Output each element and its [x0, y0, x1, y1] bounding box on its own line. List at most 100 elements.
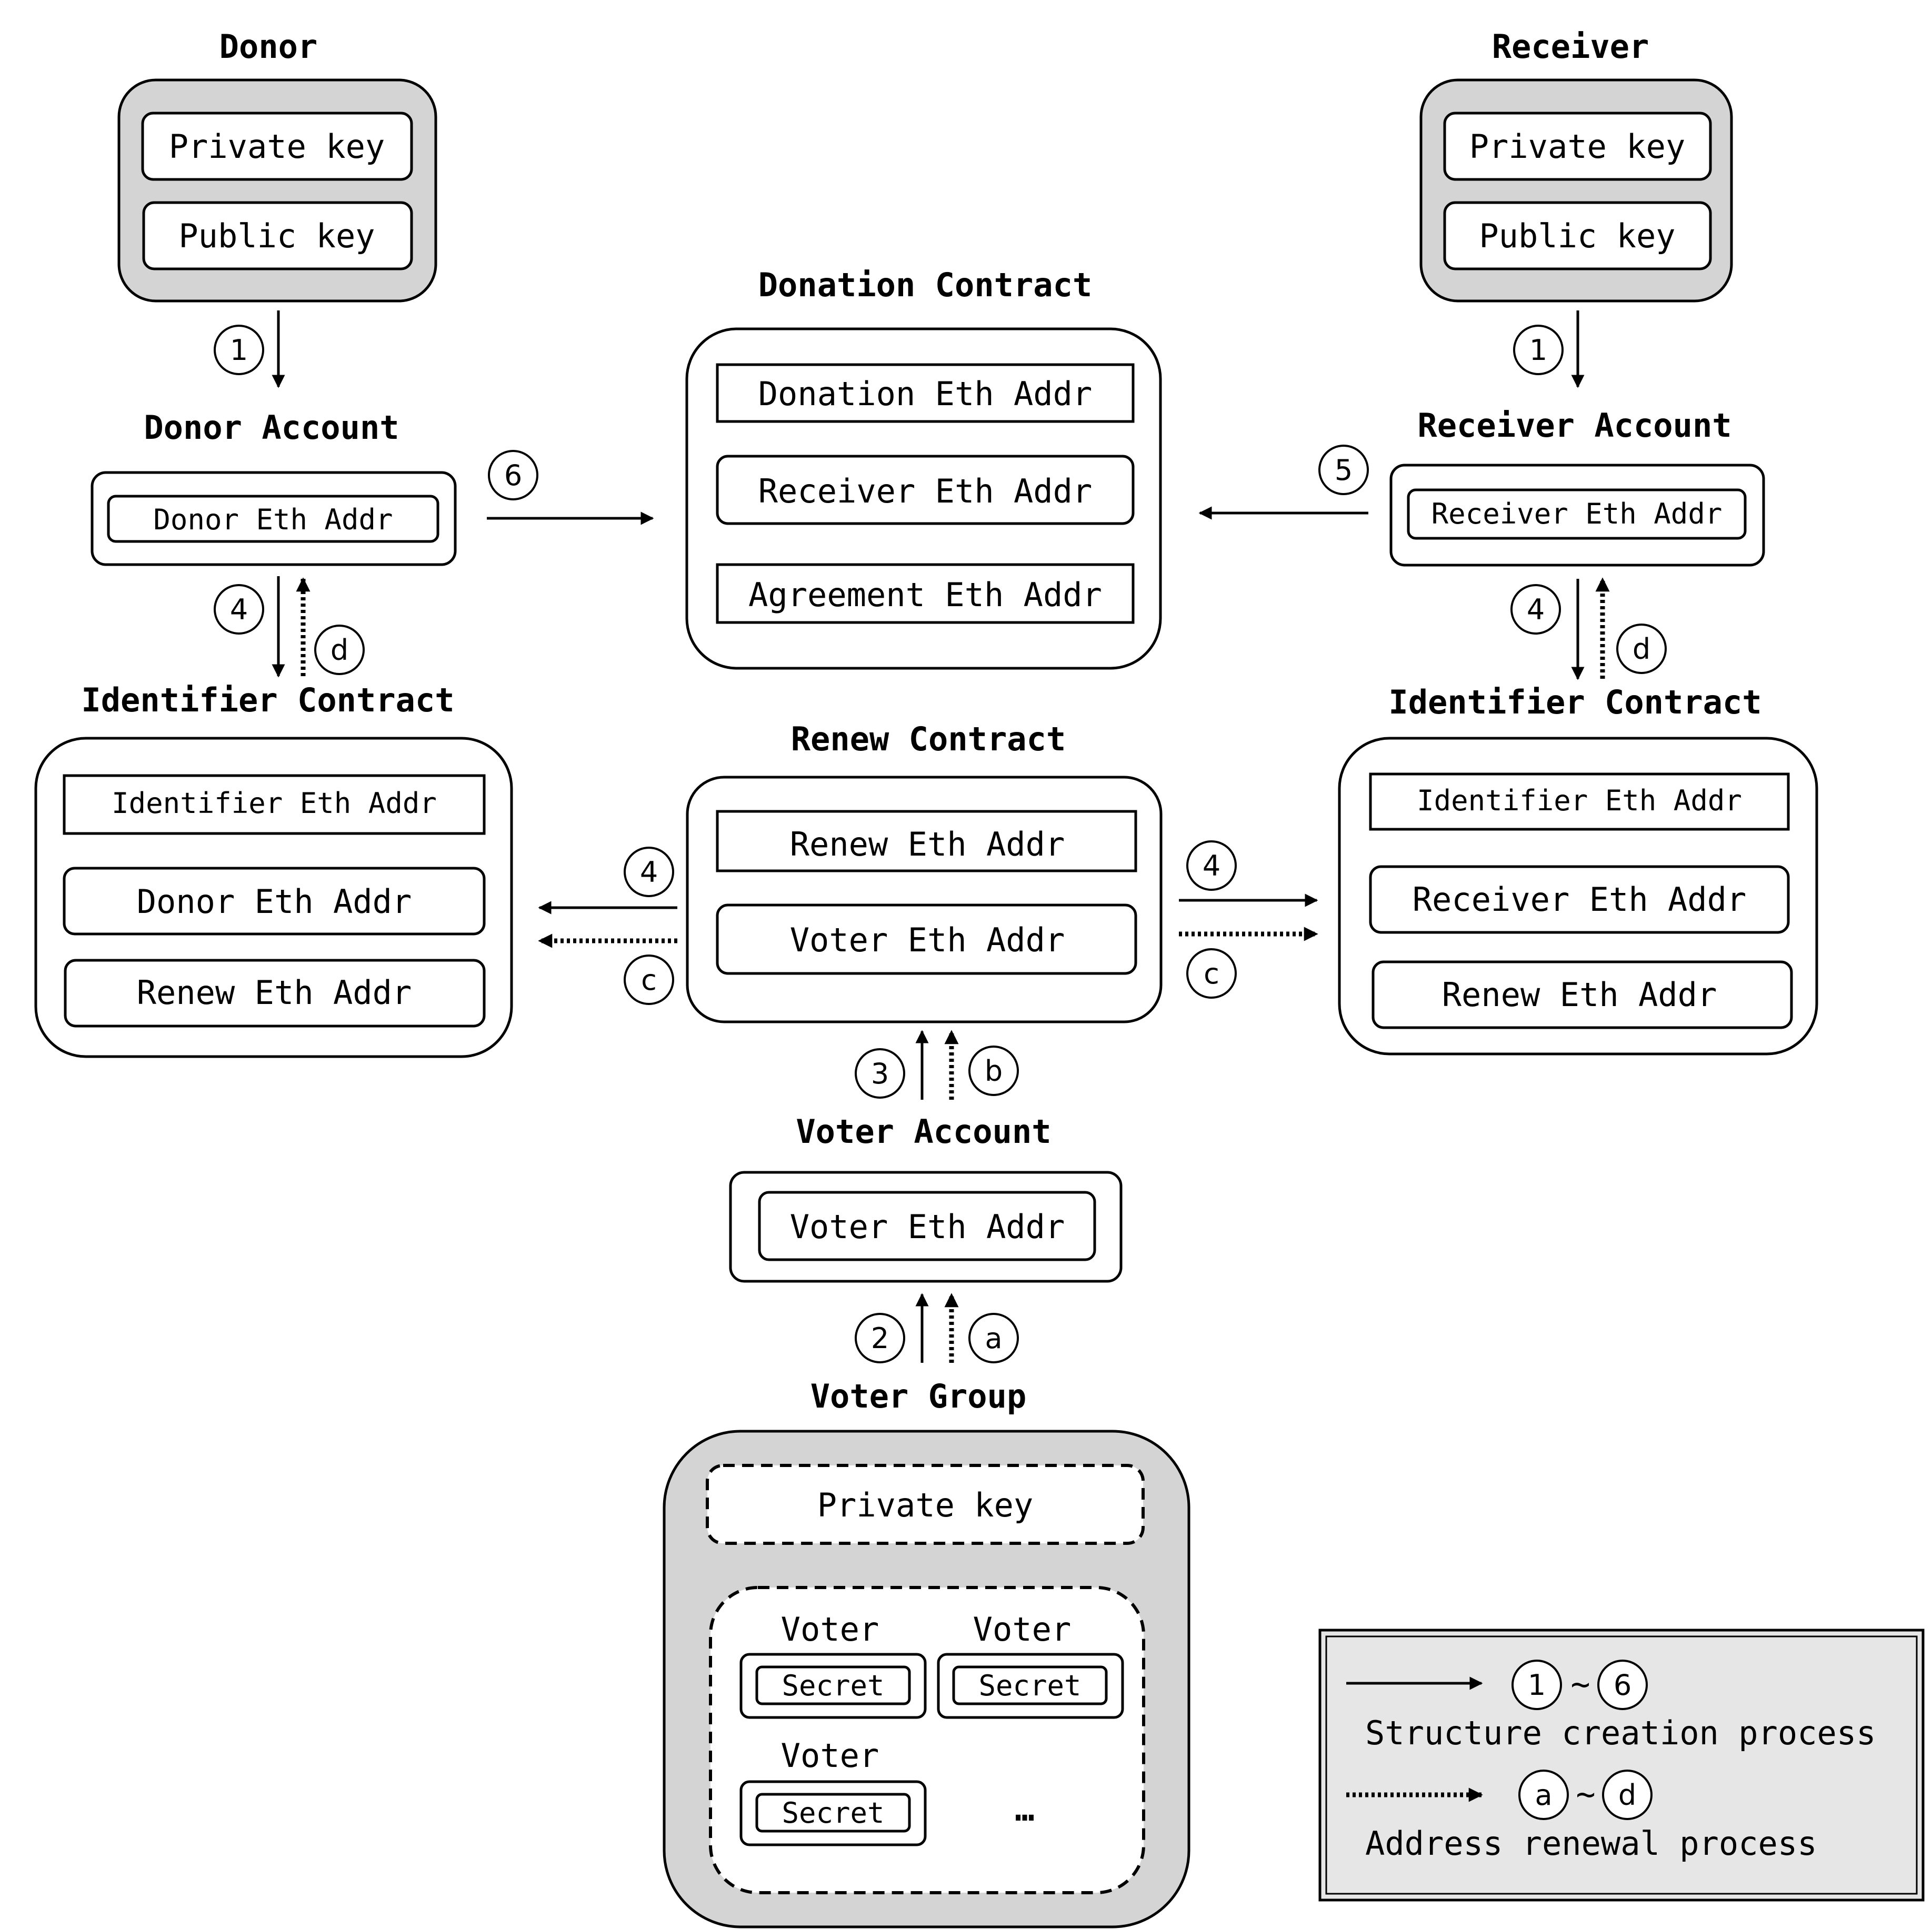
svg-text:c: c: [641, 963, 657, 997]
svg-text:4: 4: [1527, 593, 1545, 626]
identifier-right-field-box-0: [1369, 772, 1790, 831]
step-3: 3: [855, 1048, 905, 1099]
donation-contract-node: Donation Contract Donation Eth Addr Rece…: [685, 266, 1162, 670]
legend-solid-label: Structure creation process: [1365, 1714, 1876, 1752]
voter-account-addr-box: [758, 1191, 1096, 1261]
step-5: 5: [1318, 445, 1369, 495]
voter-group-node: Voter Group Private key Voter Secret Vot…: [663, 1377, 1190, 1928]
renew-field-1: Voter Eth Addr: [790, 921, 1065, 959]
svg-text:2: 2: [871, 1322, 889, 1355]
svg-text:c: c: [1204, 957, 1219, 990]
donation-field-box-1: [716, 455, 1135, 525]
step-a: a: [968, 1313, 1019, 1363]
receiver-public-key-box: [1443, 201, 1712, 270]
identifier-right-field-2: Renew Eth Addr: [1442, 976, 1717, 1014]
step-b: b: [968, 1046, 1019, 1096]
svg-text:1: 1: [230, 334, 248, 367]
svg-text:1: 1: [1529, 334, 1547, 367]
svg-text:b: b: [985, 1054, 1003, 1088]
legend-solid-end: 6: [1597, 1660, 1648, 1710]
svg-text:5: 5: [1335, 454, 1353, 487]
svg-text:4: 4: [1203, 849, 1220, 882]
svg-text:d: d: [331, 634, 348, 667]
donation-field-box-2: [716, 563, 1135, 624]
donor-public-key: Public key: [178, 217, 375, 255]
identifier-left-field-box-2: [64, 959, 486, 1028]
legend-tilde-2: ~: [1576, 1775, 1595, 1813]
donor-private-key: Private key: [169, 127, 385, 166]
voter-secret-box-0: [755, 1665, 911, 1705]
identifier-right-field-box-1: [1369, 865, 1790, 934]
svg-text:1: 1: [1528, 1669, 1546, 1702]
step-6: 6: [488, 450, 538, 500]
svg-text:a: a: [1535, 1779, 1552, 1812]
donor-node: Donor Private key Public key: [117, 27, 437, 303]
identifier-right-field-0: Identifier Eth Addr: [1417, 784, 1742, 817]
donation-field-1: Receiver Eth Addr: [758, 472, 1093, 510]
legend-dotted-end: d: [1602, 1770, 1653, 1820]
donor-private-key-box: [141, 112, 413, 181]
svg-text:d: d: [1633, 632, 1650, 666]
legend-dotted-start: a: [1518, 1770, 1569, 1820]
voter-secret-box-1: [952, 1665, 1108, 1705]
receiver-public-key: Public key: [1479, 217, 1675, 255]
step-1-receiver: 1: [1513, 325, 1564, 375]
renew-field-box-0: [716, 810, 1137, 872]
svg-text:4: 4: [230, 593, 248, 626]
donor-public-key-box: [142, 201, 413, 270]
identifier-left-field-1: Donor Eth Addr: [137, 882, 412, 921]
voter-secret-2: Secret: [782, 1796, 884, 1830]
receiver-title: Receiver: [1492, 27, 1649, 66]
svg-text:6: 6: [1614, 1669, 1631, 1702]
identifier-right-field-box-2: [1372, 960, 1793, 1029]
donation-field-0: Donation Eth Addr: [758, 375, 1093, 413]
legend-solid-start: 1: [1511, 1660, 1562, 1710]
identifier-contract-left-node: Identifier Contract Identifier Eth Addr …: [34, 681, 513, 1058]
receiver-account-node: Receiver Account Receiver Eth Addr: [1389, 406, 1765, 567]
svg-text:4: 4: [640, 856, 658, 889]
receiver-private-key-box: [1443, 112, 1712, 181]
legend-box-inner: [1325, 1635, 1918, 1895]
donor-account-title: Donor Account: [144, 408, 399, 447]
donation-field-box-0: [716, 363, 1135, 423]
identifier-left-title: Identifier Contract: [81, 681, 454, 719]
svg-text:3: 3: [871, 1057, 889, 1090]
voter-group-members-box: [709, 1586, 1145, 1894]
step-2: 2: [855, 1313, 905, 1363]
voter-group-private-key-box: [706, 1464, 1145, 1545]
renew-contract-title: Renew Contract: [791, 720, 1066, 758]
legend-tilde-1: ~: [1570, 1665, 1590, 1703]
voter-label-0: Voter: [781, 1610, 879, 1649]
receiver-node: Receiver Private key Public key: [1419, 27, 1733, 303]
voter-label-2: Voter: [781, 1736, 879, 1775]
step-4-donor-account: 4: [214, 584, 264, 635]
svg-text:a: a: [985, 1322, 1002, 1355]
identifier-left-field-0: Identifier Eth Addr: [112, 787, 437, 820]
identifier-left-field-box-1: [63, 867, 486, 936]
donor-account-addr: Donor Eth Addr: [153, 503, 393, 536]
identifier-left-field-2: Renew Eth Addr: [137, 973, 412, 1012]
identifier-left-field-box-0: [63, 774, 486, 835]
step-1-donor: 1: [214, 325, 264, 375]
donation-field-2: Agreement Eth Addr: [748, 576, 1102, 614]
svg-text:d: d: [1618, 1779, 1636, 1812]
receiver-private-key: Private key: [1469, 127, 1686, 166]
receiver-account-addr-box: [1407, 488, 1747, 540]
identifier-contract-right-node: Identifier Contract Identifier Eth Addr …: [1338, 683, 1818, 1056]
receiver-account-title: Receiver Account: [1417, 406, 1731, 445]
step-4-receiver-account: 4: [1510, 584, 1561, 635]
voter-label-1: Voter: [973, 1610, 1072, 1649]
voter-group-ellipsis: …: [1015, 1790, 1034, 1828]
renew-contract-node: Renew Contract Renew Eth Addr Voter Eth …: [686, 720, 1163, 1023]
step-c-right: c: [1186, 948, 1237, 999]
step-4-renew-right: 4: [1186, 840, 1237, 891]
renew-field-0: Renew Eth Addr: [790, 825, 1065, 863]
step-4-renew-left: 4: [624, 847, 674, 897]
donor-title: Donor: [219, 27, 318, 66]
voter-group-title: Voter Group: [810, 1377, 1027, 1415]
voter-account-title: Voter Account: [796, 1112, 1051, 1151]
donation-contract-title: Donation Contract: [758, 266, 1093, 304]
step-d-receiver: d: [1616, 624, 1667, 674]
legend: 1 ~ 6 Structure creation process a ~ d A…: [1318, 1629, 1925, 1902]
